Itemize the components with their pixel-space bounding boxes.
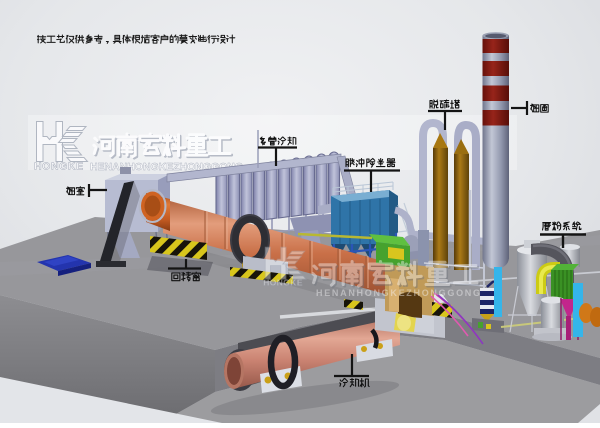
svg-text:HENANHONGKEZHONGGONG: HENANHONGKEZHONGGONG (316, 288, 480, 298)
svg-text:HONGKE: HONGKE (34, 161, 84, 173)
